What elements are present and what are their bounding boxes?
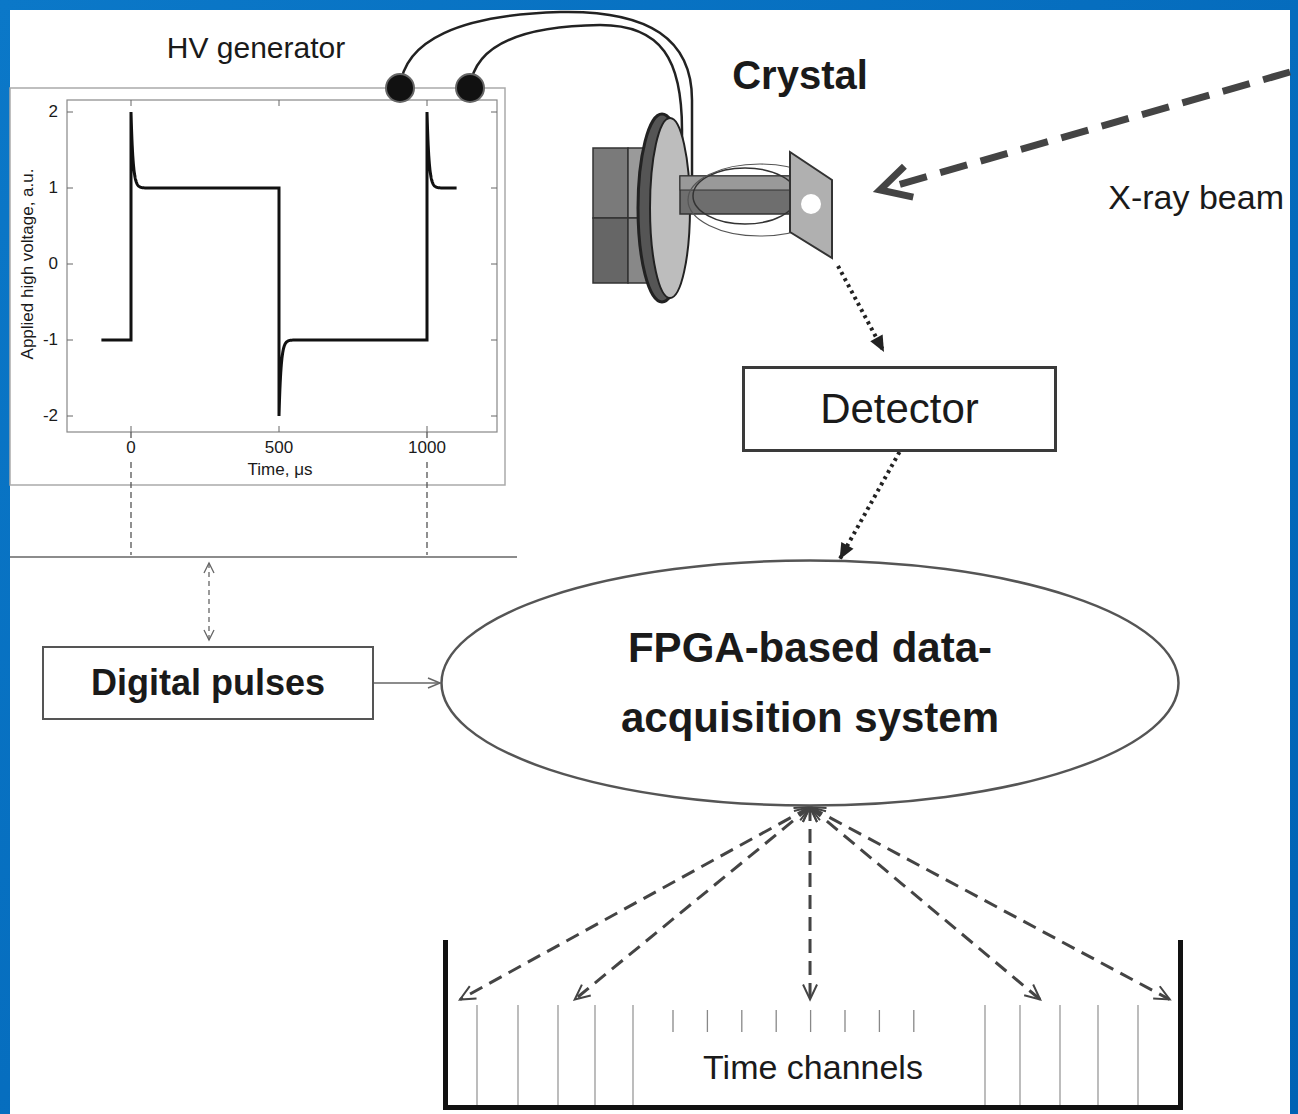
detector-box: Detector (742, 366, 1057, 452)
electrode-wire (693, 168, 797, 224)
axis-title: Applied high voltage, a.u. (18, 169, 38, 360)
plot-area (67, 100, 497, 432)
tick-label: -1 (41, 330, 60, 350)
signal-box: Digital pulses (42, 646, 374, 720)
holder-block (593, 218, 628, 283)
time-channel-bin: Time channels (443, 940, 1183, 1110)
tick-label: 1000 (406, 438, 448, 458)
xray-beam-arrow (880, 72, 1290, 190)
axis-ticks (67, 100, 497, 432)
beam-label: X-ray beam (1108, 178, 1284, 217)
channel-arrow (809, 807, 812, 1000)
crystal-plate (790, 152, 832, 258)
pulse-line (10, 556, 517, 558)
component-label: Crystal (732, 52, 868, 98)
pulse-arrow (374, 682, 440, 684)
ellipse-outline (440, 559, 1180, 807)
hv-terminal (386, 74, 414, 102)
channel-arrow (810, 807, 1040, 1000)
diffracted-beam-arrow (838, 266, 884, 352)
axis-title: Time, μs (248, 460, 313, 480)
daq-ellipse: FPGA-based data-acquisition system (440, 559, 1180, 807)
tick-label: 0 (124, 438, 137, 458)
hv-terminal (456, 74, 484, 102)
tick-label: 0 (47, 254, 60, 274)
chart-frame (10, 88, 505, 485)
component-label: HV generator (167, 31, 345, 66)
crystal-rod (680, 176, 790, 214)
node-text: Detector (820, 384, 979, 434)
tick-label: 1 (47, 178, 60, 198)
holder-block (593, 148, 628, 218)
pulse-arrow (208, 563, 209, 640)
channel-arrow (810, 807, 1170, 1000)
node-text: Time channels (703, 1047, 923, 1088)
channel-arrow (460, 807, 810, 1000)
node-text: Digital pulses (91, 661, 325, 704)
white-panel (10, 10, 1290, 1114)
signal-arrow (840, 452, 900, 559)
node-text: FPGA-based data-acquisition system (520, 613, 1100, 753)
beam-spot (801, 194, 821, 214)
voltage-waveform (101, 112, 456, 416)
tick-label: 2 (47, 102, 60, 122)
tick-label: 500 (263, 438, 295, 458)
channel-arrow (575, 807, 810, 1000)
tick-label: -2 (41, 406, 60, 426)
